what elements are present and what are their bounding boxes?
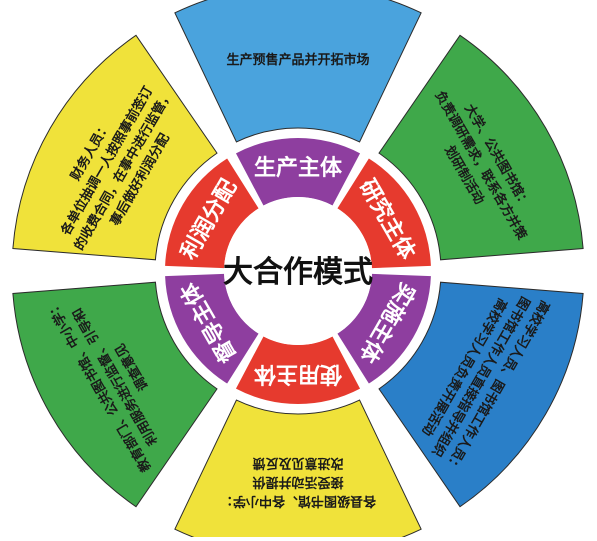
outer-segment-1: 生产预售产品并开拓市场 xyxy=(174,0,422,143)
inner-segment-4: 使用主体 xyxy=(235,336,361,404)
outer-segment-text-line: 接受活动并提供 xyxy=(252,474,343,490)
center-title: 大合作模式 xyxy=(223,255,373,290)
outer-segment-shape xyxy=(174,399,422,541)
outer-segment-shape xyxy=(174,0,422,143)
inner-segment-shape xyxy=(235,137,361,206)
outer-segment-text-line: 生产预售产品并开拓市场 xyxy=(226,52,369,68)
outer-segment-shape xyxy=(378,34,584,261)
outer-segment-text-line: 改进意见及反馈 xyxy=(252,455,343,471)
inner-segment-shape xyxy=(165,273,259,384)
inner-segment-shape xyxy=(235,336,361,404)
outer-segment-shape xyxy=(12,281,218,508)
inner-segment-label: 使用主体 xyxy=(253,361,343,386)
inner-segment-shape xyxy=(337,158,431,269)
inner-segment-1: 生产主体 xyxy=(235,137,361,206)
inner-segment-label: 生产主体 xyxy=(254,156,343,181)
center-circle xyxy=(224,197,372,345)
outer-segment-text-line: 各县级图书馆、各中小学： xyxy=(220,493,377,509)
inner-segment-shape xyxy=(337,273,431,384)
inner-segment-shape xyxy=(165,158,259,269)
outer-segment-shape xyxy=(378,281,584,508)
outer-segment-shape xyxy=(12,34,218,261)
